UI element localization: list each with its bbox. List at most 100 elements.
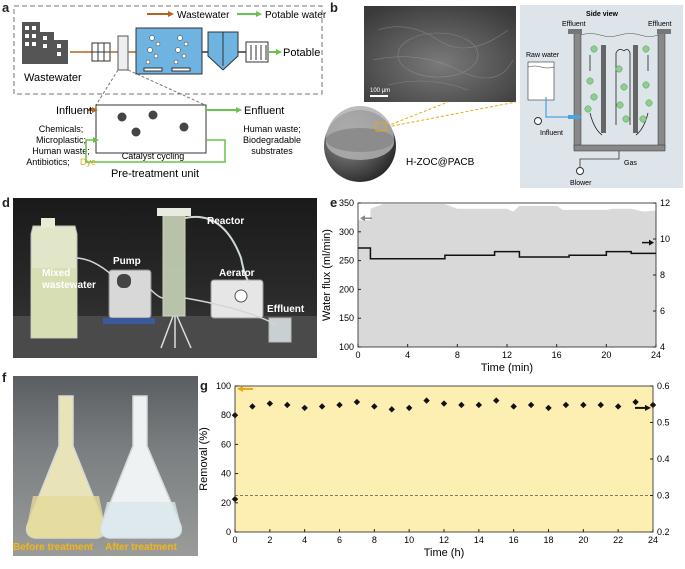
data-point-0-11	[423, 397, 430, 404]
x-axis-label: Time (min)	[481, 362, 533, 374]
enfluent-title: Enfluent	[244, 105, 284, 117]
catalyst-name: H-ZOC@PACB	[406, 157, 475, 168]
catalyst-cycling-label: Catalyst cycling	[122, 151, 185, 161]
data-point-0-6	[336, 401, 343, 409]
panel-letter-b: b	[330, 0, 338, 15]
panel-d-photo: Mixed wastewater Pump Reactor Aerator Ef…	[13, 198, 317, 358]
right-axis-arrowhead	[645, 404, 651, 411]
panel-letter-e: e	[330, 195, 338, 210]
screen-filter-icon	[91, 42, 111, 62]
x-tick-label: 0	[355, 350, 360, 360]
blower-label: Blower	[570, 180, 592, 187]
x-tick-label: 16	[552, 350, 562, 360]
x-tick-label: 24	[648, 535, 658, 545]
x-tick-label: 12	[439, 535, 449, 545]
side-view-label: Side view	[586, 11, 618, 18]
effluent-right-label: Effluent	[648, 21, 672, 28]
data-point-0-21	[597, 401, 604, 409]
x-tick-label: 20	[578, 535, 588, 545]
aerator-label: Aerator	[219, 268, 255, 279]
data-point-0-1	[249, 403, 256, 410]
x-tick-label: 12	[502, 350, 512, 360]
influent-item-1: Microplastic;	[36, 135, 86, 145]
right-axis-arrowhead	[649, 239, 654, 246]
x-tick-label: 18	[543, 535, 553, 545]
y-tick-label: 0	[226, 527, 231, 537]
x-tick-label: 22	[613, 535, 623, 545]
x-tick-label: 6	[337, 535, 342, 545]
y2-tick-label: 12	[660, 198, 670, 208]
y-tick-label: 80	[221, 410, 231, 420]
panel-letter-g: g	[200, 378, 208, 393]
reactor-label: Reactor	[207, 216, 244, 227]
x-tick-label: 8	[372, 535, 377, 545]
y2-tick-label: 0.3	[657, 491, 670, 501]
y2-tick-label: 10	[660, 234, 670, 244]
x-tick-label: 2	[267, 535, 272, 545]
enfluent-item-1: Biodegradable	[243, 135, 301, 145]
panel-letter-f: f	[2, 370, 7, 385]
data-point-0-2	[266, 400, 274, 407]
x-tick-label: 4	[405, 350, 410, 360]
x-tick-label: 24	[651, 350, 661, 360]
x-tick-label: 8	[455, 350, 460, 360]
plot-background	[235, 386, 653, 532]
wastewater-label: Wastewater	[24, 72, 82, 84]
y-tick-label: 250	[339, 256, 354, 266]
data-point-0-3	[284, 401, 291, 409]
panel-letter-d: d	[2, 195, 10, 210]
x-tick-label: 20	[601, 350, 611, 360]
y2-tick-label: 4	[660, 342, 665, 352]
aeration-tank-icon	[135, 27, 203, 75]
panel-f-photo: Before treatment After treatment	[13, 376, 198, 556]
data-point-0-18	[545, 404, 552, 412]
pre-treatment-unit-label: Pre-treatment unit	[111, 168, 199, 180]
y2-tick-label: 0.6	[657, 381, 670, 391]
panel-c-reactor: Side view Effluent Effluent Raw water In…	[520, 5, 683, 188]
panel-letter-a: a	[2, 0, 10, 15]
membrane-filter-icon	[245, 41, 269, 63]
panel-a-schematic: Wastewater Potable water Wastewater	[13, 5, 327, 180]
pump-icon	[534, 117, 542, 125]
catalyst-sphere-icon	[324, 106, 396, 182]
pre-filter-icon	[117, 35, 129, 71]
y2-tick-label: 0.4	[657, 454, 670, 464]
x-tick-label: 4	[302, 535, 307, 545]
y-axis-label: Water flux (ml/min)	[321, 229, 333, 321]
catalyst-spheres	[117, 110, 189, 137]
y-axis-label: Removal (%)	[198, 427, 210, 491]
enfluent-item-0: Human waste;	[243, 124, 301, 134]
y-tick-label: 350	[339, 198, 354, 208]
y-tick-label: 40	[221, 469, 231, 479]
data-point-0-9	[388, 406, 395, 413]
y-tick-label: 100	[216, 381, 231, 391]
y2-axis-label: BOD/COD	[682, 433, 685, 484]
data-point-0-12	[440, 400, 448, 407]
gas-label: Gas	[624, 160, 637, 167]
y-tick-label: 150	[339, 313, 354, 323]
x-tick-label: 16	[509, 535, 519, 545]
legend-potable: Potable water	[265, 10, 327, 21]
x-axis-label: Time (h)	[424, 547, 465, 559]
influent-title: Influent	[56, 105, 92, 117]
sem-image	[364, 6, 516, 102]
influent-label: Influent	[540, 130, 563, 137]
before-treatment-label: Before treatment	[13, 542, 94, 553]
left-axis-arrowhead	[237, 385, 243, 392]
y-tick-label: 20	[221, 498, 231, 508]
influent-item-3: Antibiotics;	[26, 157, 70, 167]
effluent-left-label: Effluent	[562, 21, 586, 28]
y2-tick-label: 0.5	[657, 418, 670, 428]
y-tick-label: 60	[221, 439, 231, 449]
legend-wastewater: Wastewater	[177, 10, 230, 21]
after-treatment-label: After treatment	[105, 542, 177, 553]
data-point-0-5	[318, 403, 326, 410]
mixed-wastewater-line1: Mixed	[42, 268, 70, 279]
y-tick-label: 200	[339, 284, 354, 294]
data-point-0-7	[353, 398, 361, 406]
y2-tick-label: 0.2	[657, 527, 670, 537]
data-point-0-4	[301, 404, 308, 412]
data-point-0-8	[371, 403, 378, 410]
